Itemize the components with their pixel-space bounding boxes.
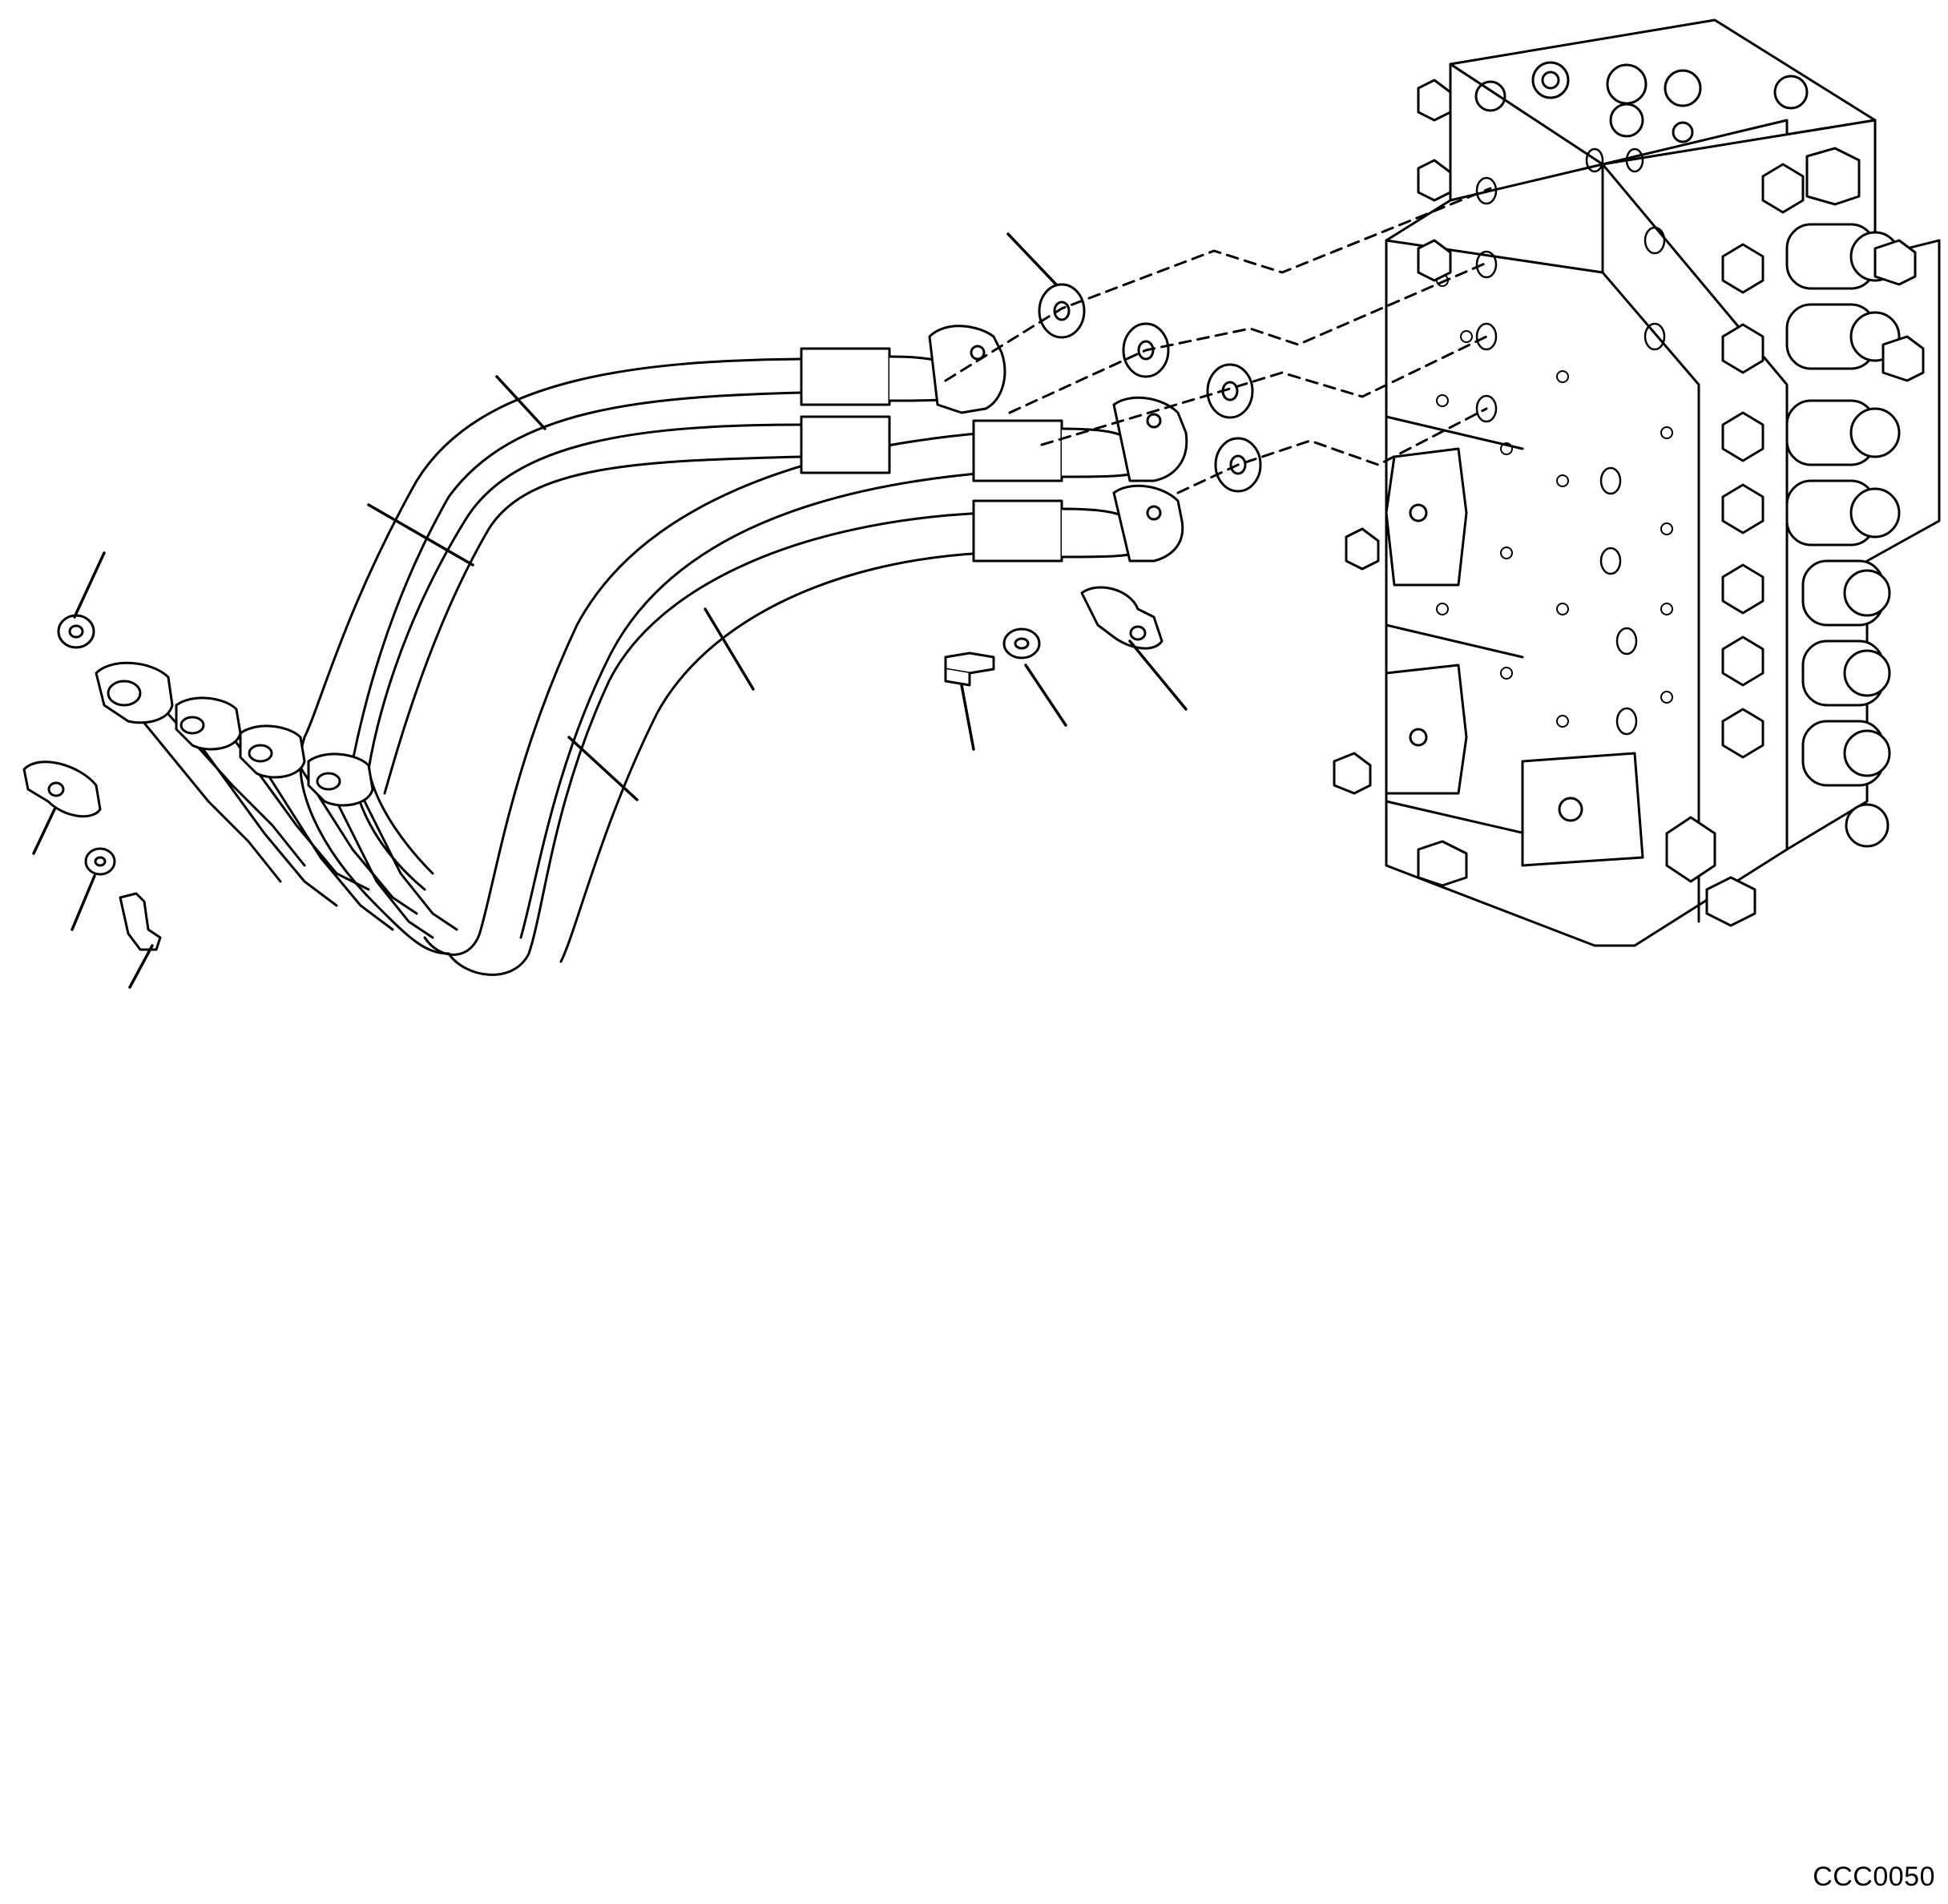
left-fittings (1333, 79, 1468, 887)
port-holes (1475, 147, 1666, 736)
leader-lines (32, 232, 1188, 989)
top-plugs (1474, 61, 1809, 143)
middle-loose-parts (944, 586, 1164, 687)
solenoid-valves (1785, 223, 1901, 848)
side-covers (1385, 447, 1644, 867)
control-valve-block (1333, 18, 1941, 947)
assembly-dashed-lines (944, 187, 1492, 494)
hose-flange-heads-left (95, 661, 374, 807)
right-plugs (1665, 163, 1805, 927)
drawing-code-label: CCC0050 (1813, 1862, 1935, 1892)
top-right-fittings (1805, 147, 1925, 382)
hose-flange-heads-right (928, 325, 1188, 563)
hydraulic-hoses (135, 357, 987, 976)
left-loose-parts (22, 614, 162, 951)
hose-sleeves (800, 347, 1139, 563)
